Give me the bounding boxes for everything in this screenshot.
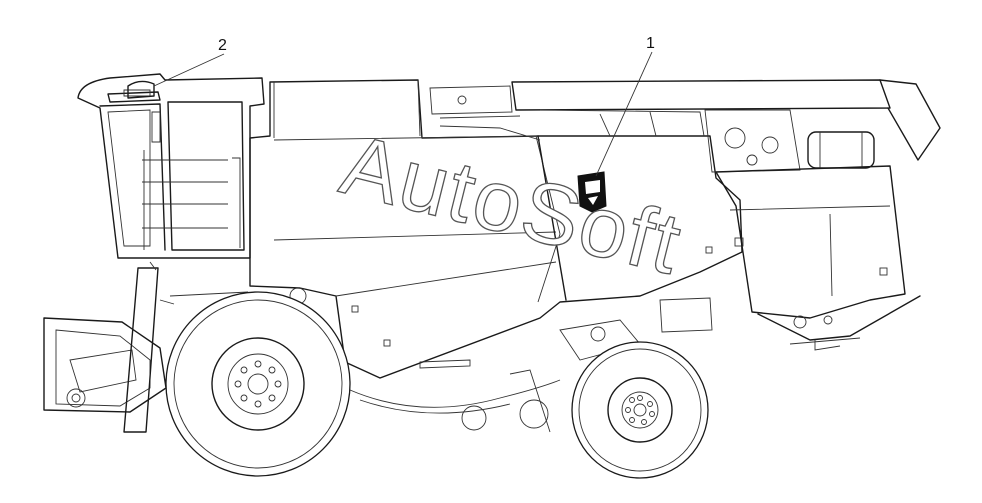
rear-wheel-bolts: [625, 395, 655, 425]
lower-chassis: [289, 287, 713, 433]
cab: [77, 73, 265, 259]
callout-1-number: 1: [646, 35, 655, 52]
top-auger: [429, 79, 941, 173]
brand-emblem: [577, 171, 607, 213]
callout-1: 1: [595, 35, 655, 177]
front-wheel-bolts: [234, 360, 282, 408]
watermark: AutoSoft: [332, 116, 691, 293]
cab-mirror-beacon: [127, 80, 155, 99]
rear-wheel: [571, 341, 709, 479]
front-wheel: [165, 291, 351, 477]
machine-body: [249, 79, 744, 379]
rear-body: [715, 131, 921, 351]
callout-2: 2: [153, 37, 227, 87]
callout-2-number: 2: [218, 37, 227, 54]
